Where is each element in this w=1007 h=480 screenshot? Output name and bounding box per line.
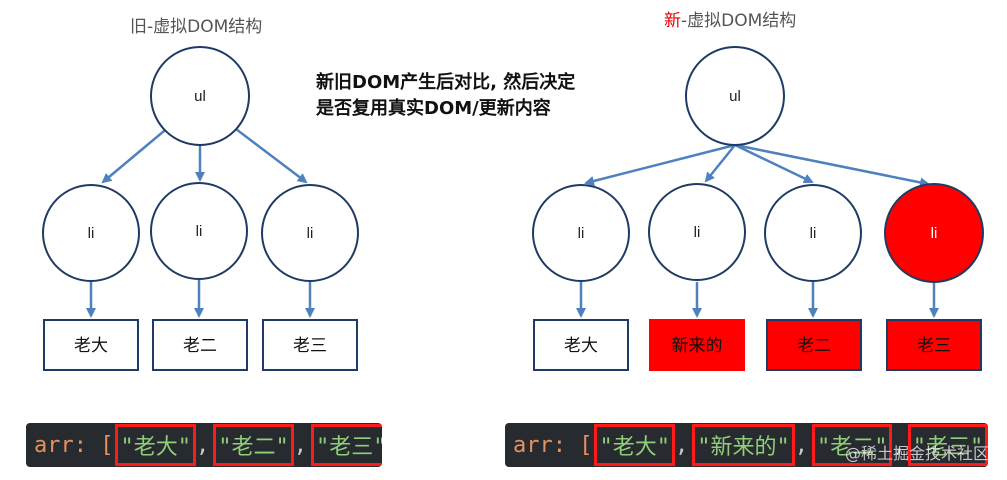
old-li-label-1: li bbox=[88, 225, 95, 242]
new-li-node-4-highlighted: li bbox=[884, 183, 984, 283]
old-array-item-3: "老三" bbox=[310, 424, 382, 466]
new-array-code: arr: [ "老大" , "新来的" , "老二" , "老三" ] bbox=[505, 423, 988, 467]
old-array-code: arr: [ "老大" , "老二" , "老三" ] bbox=[26, 423, 382, 467]
new-li-label-4: li bbox=[931, 225, 938, 242]
old-array-comma-2: , bbox=[293, 432, 307, 458]
new-tree-title-prefix: 新 bbox=[664, 11, 681, 31]
old-root-label: ul bbox=[194, 88, 206, 105]
old-box-label-1: 老大 bbox=[74, 336, 108, 356]
old-box-label-2: 老二 bbox=[183, 336, 217, 356]
diff-explanation-line1: 新旧DOM产生后对比, 然后决定 bbox=[316, 72, 576, 93]
old-tree-title-text: 旧-虚拟DOM结构 bbox=[130, 17, 263, 37]
new-li-label-1: li bbox=[578, 225, 585, 242]
new-tree-title-rest: -虚拟DOM结构 bbox=[681, 11, 797, 31]
new-box-label-3: 老二 bbox=[797, 336, 831, 356]
old-box-2: 老二 bbox=[152, 319, 248, 371]
new-box-1: 老大 bbox=[533, 319, 629, 371]
old-li-node-3: li bbox=[261, 184, 359, 282]
new-box-label-1: 老大 bbox=[564, 336, 598, 356]
old-edge-root-li1 bbox=[101, 125, 171, 184]
old-array-item-1: "老大" bbox=[115, 424, 196, 466]
old-li-node-1: li bbox=[42, 184, 140, 282]
new-array-comma-3: , bbox=[892, 432, 906, 458]
new-li-node-2: li bbox=[648, 183, 746, 281]
old-box-label-3: 老三 bbox=[293, 336, 327, 356]
new-edge-root-li4 bbox=[734, 143, 930, 188]
new-li-label-2: li bbox=[694, 224, 701, 241]
old-li-label-2: li bbox=[196, 223, 203, 240]
new-array-prefix: arr: [ bbox=[513, 432, 593, 458]
new-edge-root-li2 bbox=[704, 144, 736, 183]
new-li-label-3: li bbox=[810, 225, 817, 242]
new-box-2-highlighted: 新来的 bbox=[649, 319, 745, 371]
new-box-3-highlighted: 老二 bbox=[766, 319, 862, 371]
old-box-3: 老三 bbox=[262, 319, 358, 371]
new-edge-root-li1 bbox=[584, 143, 736, 186]
new-box-4-highlighted: 老三 bbox=[886, 319, 982, 371]
watermark: @稀土掘金技术社区 bbox=[844, 444, 989, 463]
new-tree-edges bbox=[576, 143, 939, 318]
diff-explanation-line2: 是否复用真实DOM/更新内容 bbox=[316, 98, 551, 119]
new-array-item-1: "老大" bbox=[594, 424, 675, 466]
new-array-comma-1: , bbox=[674, 432, 689, 458]
new-box-label-4: 老三 bbox=[917, 336, 951, 356]
old-edge-root-li3 bbox=[231, 125, 308, 184]
new-array-item-3: "老二" bbox=[811, 424, 893, 466]
diff-explanation: 新旧DOM产生后对比, 然后决定 是否复用真实DOM/更新内容 bbox=[316, 70, 636, 122]
new-li-node-3: li bbox=[764, 184, 862, 282]
new-edge-root-li3 bbox=[734, 143, 814, 184]
old-tree-edges bbox=[86, 125, 315, 318]
new-array-item-2: "新来的" bbox=[692, 424, 795, 466]
new-array-item-4: "老三" bbox=[907, 424, 988, 466]
old-li-node-2: li bbox=[150, 182, 248, 280]
old-tree-title: 旧-虚拟DOM结构 bbox=[130, 12, 262, 37]
new-box-label-2: 新来的 bbox=[672, 336, 723, 356]
old-array-prefix: arr: [ bbox=[34, 432, 114, 458]
old-root-node: ul bbox=[150, 46, 250, 146]
new-array-comma-2: , bbox=[794, 432, 808, 458]
new-root-node: ul bbox=[685, 46, 785, 146]
old-array-item-2: "老二" bbox=[213, 424, 294, 466]
old-box-1: 老大 bbox=[43, 319, 139, 371]
new-tree-title: 新-虚拟DOM结构 bbox=[664, 6, 796, 31]
new-li-node-1: li bbox=[532, 184, 630, 282]
new-root-label: ul bbox=[729, 88, 741, 105]
old-li-label-3: li bbox=[307, 225, 314, 242]
old-array-comma-1: , bbox=[195, 432, 210, 458]
